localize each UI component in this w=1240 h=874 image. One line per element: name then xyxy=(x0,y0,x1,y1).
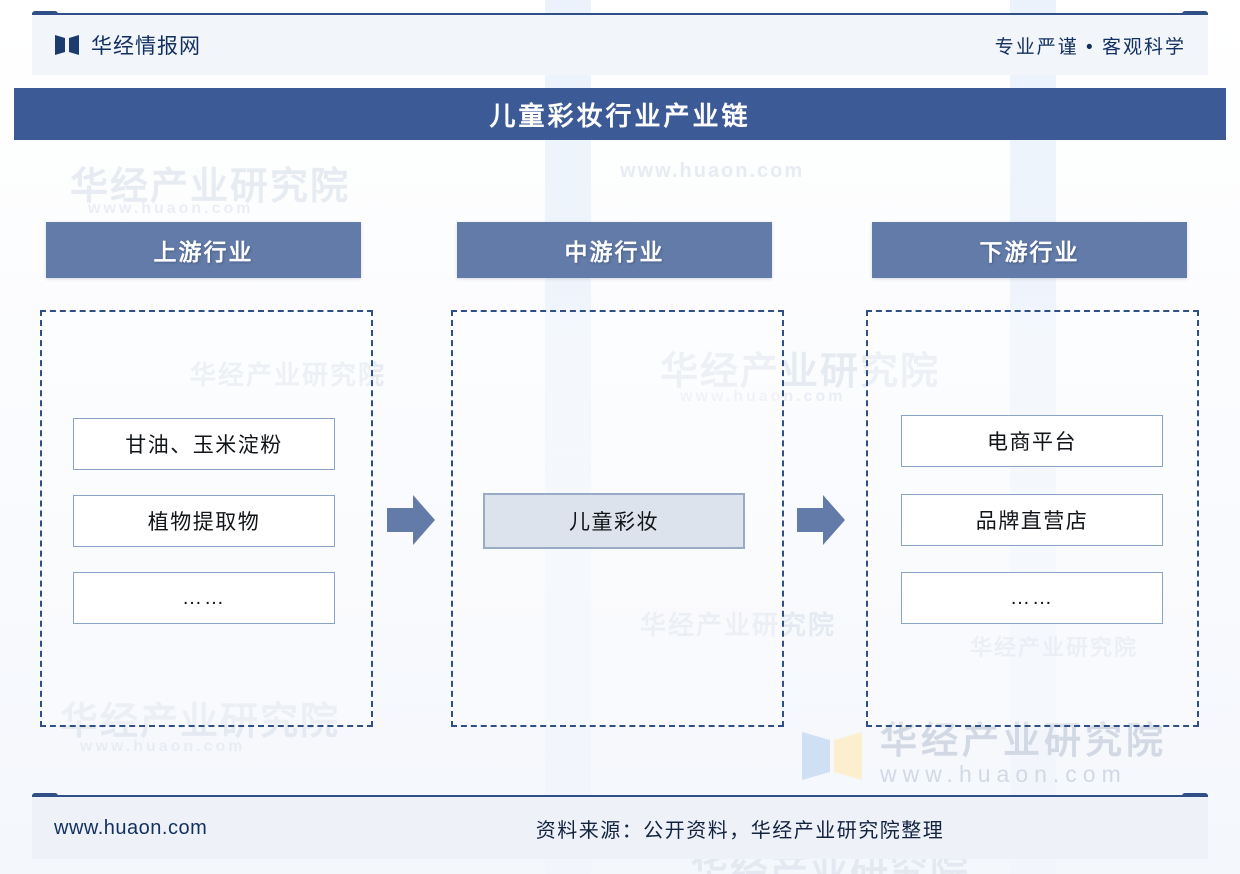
item-label: 电商平台 xyxy=(987,431,1077,454)
midstream-item-0[interactable]: 儿童彩妆 xyxy=(483,493,745,549)
downstream-item-1[interactable]: 品牌直营店 xyxy=(901,494,1163,546)
brand: 华经情报网 xyxy=(54,30,201,60)
upstream-item-1[interactable]: 植物提取物 xyxy=(73,495,335,547)
column-header-label: 中游行业 xyxy=(564,239,665,265)
header-tagline: 专业严谨 • 客观科学 xyxy=(994,36,1186,58)
upstream-item-0[interactable]: 甘油、玉米淀粉 xyxy=(73,418,335,470)
item-label: 植物提取物 xyxy=(147,511,261,534)
item-label: …… xyxy=(182,586,226,609)
arrow-upstream-to-midstream xyxy=(387,495,435,545)
bottom-rule xyxy=(32,793,1208,799)
item-label: 品牌直营店 xyxy=(975,510,1089,533)
downstream-item-2[interactable]: …… xyxy=(901,572,1163,624)
site-header: 华经情报网 专业严谨 • 客观科学 xyxy=(32,15,1208,75)
column-header-label: 上游行业 xyxy=(153,239,254,265)
footer-source: 资料来源：公开资料，华经产业研究院整理 xyxy=(535,819,945,842)
page-title: 儿童彩妆行业产业链 xyxy=(489,100,751,131)
item-label: …… xyxy=(1010,586,1054,609)
footer-site-url[interactable]: www.huaon.com xyxy=(54,816,208,839)
column-header-label: 下游行业 xyxy=(979,239,1080,265)
open-book-logo-icon xyxy=(55,35,79,55)
downstream-item-0[interactable]: 电商平台 xyxy=(901,415,1163,467)
arrow-midstream-to-downstream xyxy=(797,495,845,545)
top-rule xyxy=(32,11,1208,17)
column-header-upstream: 上游行业 xyxy=(46,222,361,278)
site-footer: www.huaon.com 资料来源：公开资料，华经产业研究院整理 xyxy=(32,797,1208,859)
column-header-midstream: 中游行业 xyxy=(457,222,772,278)
item-label: 甘油、玉米淀粉 xyxy=(125,434,283,457)
brand-name: 华经情报网 xyxy=(91,35,201,58)
upstream-item-2[interactable]: …… xyxy=(73,572,335,624)
chart-title-bar: 儿童彩妆行业产业链 xyxy=(14,88,1226,140)
item-label: 儿童彩妆 xyxy=(569,511,659,534)
column-header-downstream: 下游行业 xyxy=(872,222,1187,278)
